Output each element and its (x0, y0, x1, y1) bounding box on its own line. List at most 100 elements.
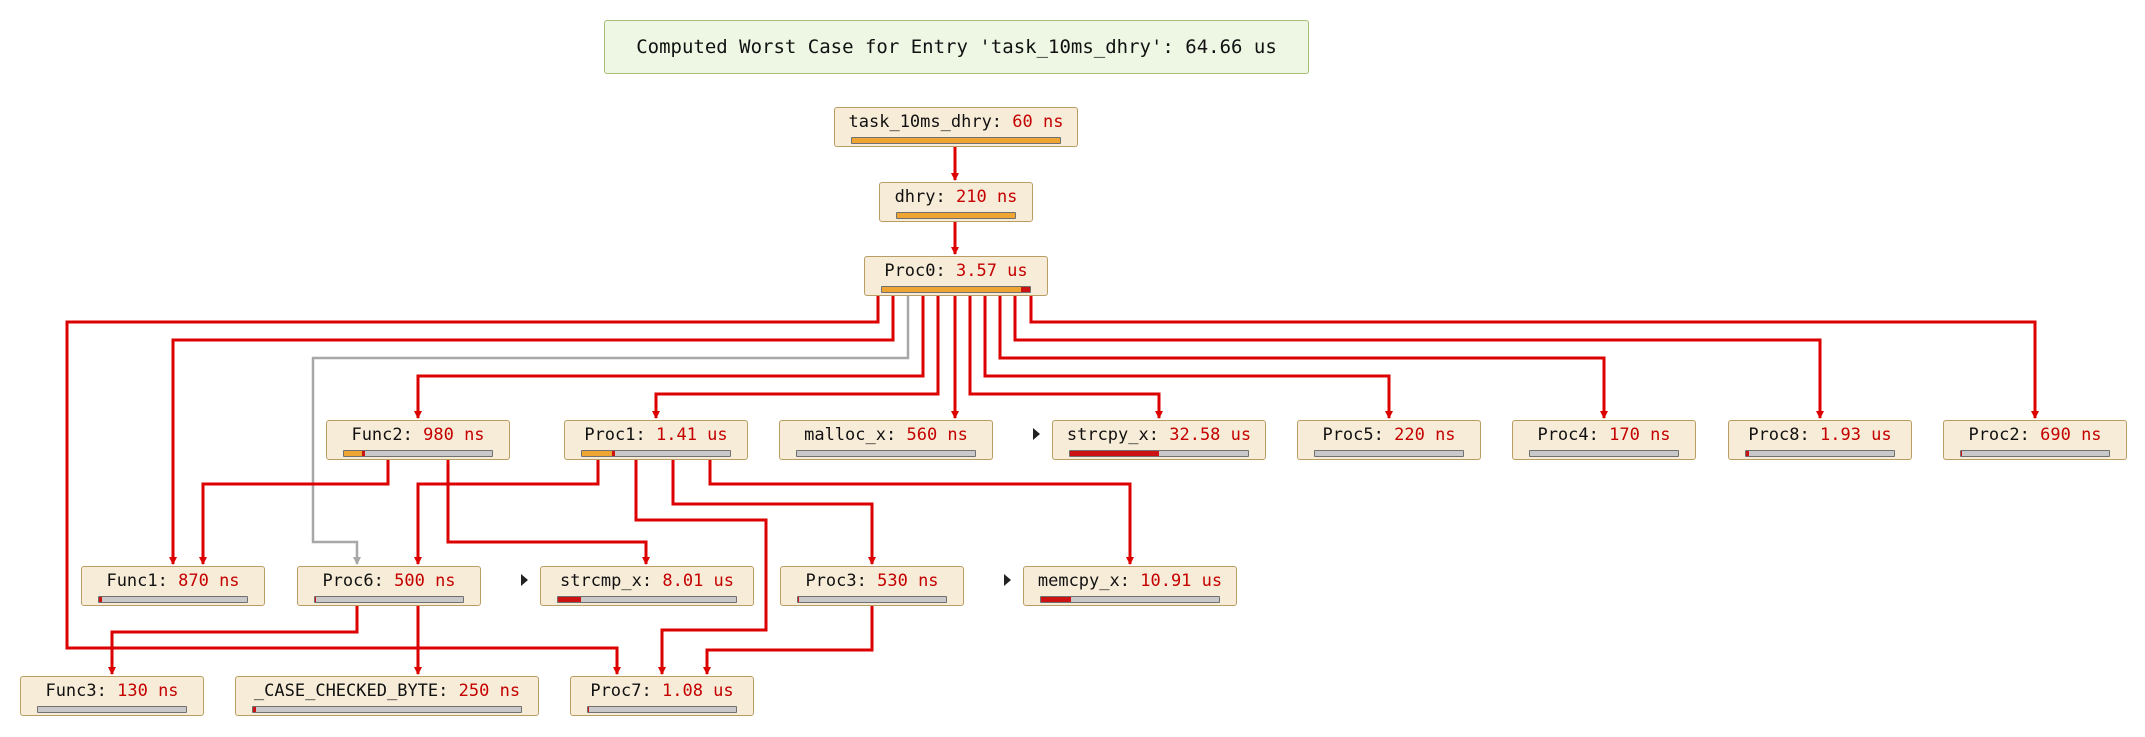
cost-bar (343, 450, 493, 457)
node-strcpy_x[interactable]: strcpy_x: 32.58 us (1052, 420, 1266, 460)
node-label: Proc4: 170 ns (1513, 425, 1695, 445)
node-CASE_CHECKED_BYTE[interactable]: _CASE_CHECKED_BYTE: 250 ns (235, 676, 539, 716)
node-cost: 980 ns (423, 425, 485, 445)
cost-bar-self-fill (1746, 451, 1749, 456)
node-cost: 220 ns (1394, 425, 1456, 445)
node-label: _CASE_CHECKED_BYTE: 250 ns (236, 681, 538, 701)
cost-bar-self-fill (611, 451, 615, 456)
node-name: dhry: (894, 187, 946, 207)
edge-Proc1-to-memcpy_x (708, 460, 1134, 565)
node-Func3[interactable]: Func3: 130 ns (20, 676, 204, 716)
node-memcpy_x[interactable]: memcpy_x: 10.91 us (1023, 566, 1237, 606)
node-label: Func3: 130 ns (21, 681, 203, 701)
node-name: task_10ms_dhry: (848, 112, 1003, 132)
cost-bar-total-fill (882, 287, 1030, 292)
cost-bar (37, 706, 187, 713)
node-name: Proc6: (322, 571, 384, 591)
cost-bar-self-fill (99, 597, 102, 602)
node-cost: 210 ns (956, 187, 1018, 207)
node-task_10ms_dhry[interactable]: task_10ms_dhry: 60 ns (834, 107, 1078, 147)
node-Func2[interactable]: Func2: 980 ns (326, 420, 510, 460)
node-Proc1[interactable]: Proc1: 1.41 us (564, 420, 748, 460)
node-malloc_x[interactable]: malloc_x: 560 ns (779, 420, 993, 460)
node-Proc3[interactable]: Proc3: 530 ns (780, 566, 964, 606)
node-cost: 32.58 us (1169, 425, 1252, 445)
cost-bar (587, 706, 737, 713)
cost-bar-self-fill (253, 707, 256, 712)
node-label: Proc2: 690 ns (1944, 425, 2126, 445)
node-Proc5[interactable]: Proc5: 220 ns (1297, 420, 1481, 460)
edge-Proc1-to-Proc7 (634, 460, 768, 675)
node-label: Proc0: 3.57 us (865, 261, 1047, 281)
node-name: malloc_x: (804, 425, 897, 445)
node-Proc4[interactable]: Proc4: 170 ns (1512, 420, 1696, 460)
cost-bar-total-fill (582, 451, 615, 456)
node-cost: 250 ns (458, 681, 521, 701)
node-dhry[interactable]: dhry: 210 ns (879, 182, 1033, 222)
edge-Proc0-to-Proc8 (1013, 296, 1824, 419)
node-name: Proc2: (1968, 425, 2030, 445)
cost-bar (1529, 450, 1679, 457)
cost-bar (1745, 450, 1895, 457)
cost-bar-self-fill (315, 597, 317, 602)
node-cost: 130 ns (117, 681, 179, 701)
node-label: Proc3: 530 ns (781, 571, 963, 591)
node-label: Proc6: 500 ns (298, 571, 480, 591)
node-strcmp_x[interactable]: strcmp_x: 8.01 us (540, 566, 754, 606)
node-Proc6[interactable]: Proc6: 500 ns (297, 566, 481, 606)
edge-Func2-to-strcmp_x (446, 460, 650, 565)
node-cost: 1.93 us (1820, 425, 1892, 445)
node-name: Func3: (45, 681, 107, 701)
edge-Proc0-to-Proc2 (1029, 296, 2039, 419)
cost-bar (252, 706, 522, 713)
cost-bar-self-fill (1070, 451, 1159, 456)
node-cost: 8.01 us (662, 571, 735, 591)
expand-arrow-icon[interactable] (1004, 574, 1011, 586)
edge-Proc0-to-strcpy_x (968, 296, 1163, 419)
cost-bar-total-fill (344, 451, 365, 456)
node-cost: 500 ns (394, 571, 456, 591)
cost-bar (896, 212, 1016, 219)
cost-bar (1960, 450, 2110, 457)
node-name: Proc0: (884, 261, 946, 281)
worst-case-summary: Computed Worst Case for Entry 'task_10ms… (604, 20, 1309, 74)
cost-bar (1040, 596, 1220, 603)
cost-bar-self-fill (558, 597, 582, 602)
edge-Proc0-to-Proc6 (311, 296, 910, 565)
node-name: Proc4: (1537, 425, 1599, 445)
node-name: memcpy_x: (1037, 571, 1130, 591)
edge-Proc3-to-Proc7 (703, 606, 874, 675)
cost-bar (581, 450, 731, 457)
cost-bar-self-fill (1041, 597, 1072, 602)
node-Proc0[interactable]: Proc0: 3.57 us (864, 256, 1048, 296)
node-cost: 170 ns (1609, 425, 1671, 445)
cost-bar-self-fill (1961, 451, 1963, 456)
node-cost: 1.08 us (662, 681, 734, 701)
node-name: _CASE_CHECKED_BYTE: (253, 681, 449, 701)
edge-Proc0-to-Func2 (414, 296, 925, 419)
node-label: Func1: 870 ns (82, 571, 264, 591)
cost-bar (851, 137, 1061, 144)
expand-arrow-icon[interactable] (1033, 428, 1040, 440)
summary-prefix: Computed Worst Case for Entry 'task_10ms… (636, 36, 1186, 58)
node-Proc2[interactable]: Proc2: 690 ns (1943, 420, 2127, 460)
node-Proc8[interactable]: Proc8: 1.93 us (1728, 420, 1912, 460)
node-label: Proc8: 1.93 us (1729, 425, 1911, 445)
expand-arrow-icon[interactable] (521, 574, 528, 586)
node-Proc7[interactable]: Proc7: 1.08 us (570, 676, 754, 716)
node-label: Proc7: 1.08 us (571, 681, 753, 701)
node-label: malloc_x: 560 ns (780, 425, 992, 445)
node-label: memcpy_x: 10.91 us (1024, 571, 1236, 591)
cost-bar (98, 596, 248, 603)
node-cost: 3.57 us (956, 261, 1028, 281)
node-name: Proc1: (584, 425, 646, 445)
node-cost: 530 ns (877, 571, 939, 591)
node-cost: 870 ns (178, 571, 240, 591)
cost-bar (1314, 450, 1464, 457)
node-name: Proc7: (590, 681, 652, 701)
node-label: strcpy_x: 32.58 us (1053, 425, 1265, 445)
node-Func1[interactable]: Func1: 870 ns (81, 566, 265, 606)
node-cost: 560 ns (906, 425, 968, 445)
cost-bar (796, 450, 976, 457)
edge-Func2-to-Func1 (199, 460, 390, 565)
